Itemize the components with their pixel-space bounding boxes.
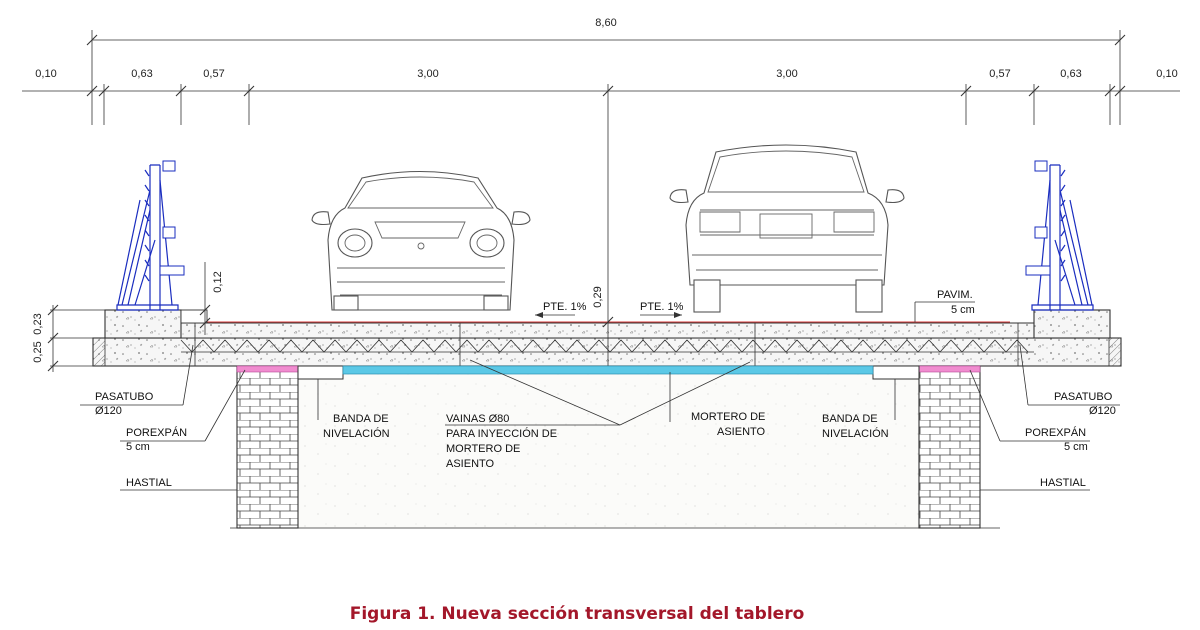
porexpan-left-line1: POREXPÁN	[126, 426, 187, 439]
dim-slab-lower: 0,25	[32, 341, 44, 362]
curb-right	[1033, 309, 1111, 339]
hastial-right-label: HASTIAL	[1040, 477, 1086, 489]
pavim-thickness: 5 cm	[951, 304, 975, 316]
hastial-right-wall	[918, 365, 981, 529]
dim-6: 0,57	[989, 68, 1010, 80]
porexpan-left-line2: 5 cm	[126, 441, 150, 453]
deck-slab	[92, 321, 1122, 367]
dim-curb-height: 0,12	[212, 271, 224, 292]
pavement-callout: PAVIM. 5 cm	[914, 289, 975, 322]
slope-left: PTE. 1%	[535, 301, 587, 318]
railing-right	[1025, 160, 1094, 311]
banda-right-line2: NIVELACIÓN	[822, 427, 889, 440]
banda-left-line2: NIVELACIÓN	[323, 427, 390, 440]
substructure	[230, 365, 1000, 529]
dim-5: 3,00	[776, 68, 797, 80]
dim-ticks	[86, 84, 1126, 125]
porexpan-right-line2: 5 cm	[1064, 441, 1088, 453]
leader-lines	[80, 344, 1120, 491]
pasatubo-right-line2: Ø120	[1089, 405, 1116, 417]
car-rear-view	[669, 144, 905, 313]
banda-left-line1: BANDA DE	[333, 413, 389, 425]
curb-height-dim: 0,12	[199, 262, 224, 335]
vainas-line4: ASIENTO	[446, 458, 495, 470]
callout-labels: PASATUBO Ø120 POREXPÁN 5 cm HASTIAL BAND…	[95, 391, 1116, 489]
porexpan-left	[236, 365, 299, 373]
dim-8: 0,10	[1156, 68, 1177, 80]
slab-height-dims: 0,23 0,25	[32, 304, 105, 372]
mortero-line2: ASIENTO	[717, 426, 766, 438]
dim-4: 3,00	[417, 68, 438, 80]
dim-1: 0,10	[35, 68, 56, 80]
pasatubo-left-line1: PASATUBO	[95, 391, 154, 403]
hastial-left-label: HASTIAL	[126, 477, 172, 489]
mortero-asiento-band	[342, 365, 874, 375]
banda-nivelacion-right	[872, 365, 920, 380]
railing-left	[116, 160, 185, 311]
banda-right-line1: BANDA DE	[822, 413, 878, 425]
car-front-view	[311, 171, 531, 311]
dim-slab-upper: 0,23	[32, 313, 44, 334]
slope-right-label: PTE. 1%	[640, 301, 684, 313]
vainas-line1: VAINAS Ø80	[446, 413, 509, 425]
slope-right: PTE. 1%	[640, 301, 684, 318]
curb-left	[104, 309, 208, 339]
vainas-line2: PARA INYECCIÓN DE	[446, 427, 557, 440]
banda-nivelacion-left	[297, 365, 344, 380]
dim-7: 0,63	[1060, 68, 1081, 80]
pasatubo-right-line1: PASATUBO	[1054, 391, 1113, 403]
porexpan-right-line1: POREXPÁN	[1025, 426, 1086, 439]
slope-left-label: PTE. 1%	[543, 301, 587, 313]
mortero-line1: MORTERO DE	[691, 411, 765, 423]
dim-total: 8,60	[595, 17, 616, 29]
dim-2: 0,63	[131, 68, 152, 80]
vainas-line3: MORTERO DE	[446, 443, 520, 455]
dimension-chain: 8,60 0,10 0,63 0,57 3,00 3,00 0,57 0,63	[22, 17, 1180, 125]
pavim-title: PAVIM.	[937, 289, 973, 301]
dim-slab-center: 0,29	[592, 286, 604, 307]
center-axis: 0,29	[592, 125, 614, 366]
pasatubo-left-line2: Ø120	[95, 405, 122, 417]
hastial-left-wall	[236, 365, 299, 529]
figure-caption: Figura 1. Nueva sección transversal del …	[350, 604, 805, 624]
dim-3: 0,57	[203, 68, 224, 80]
